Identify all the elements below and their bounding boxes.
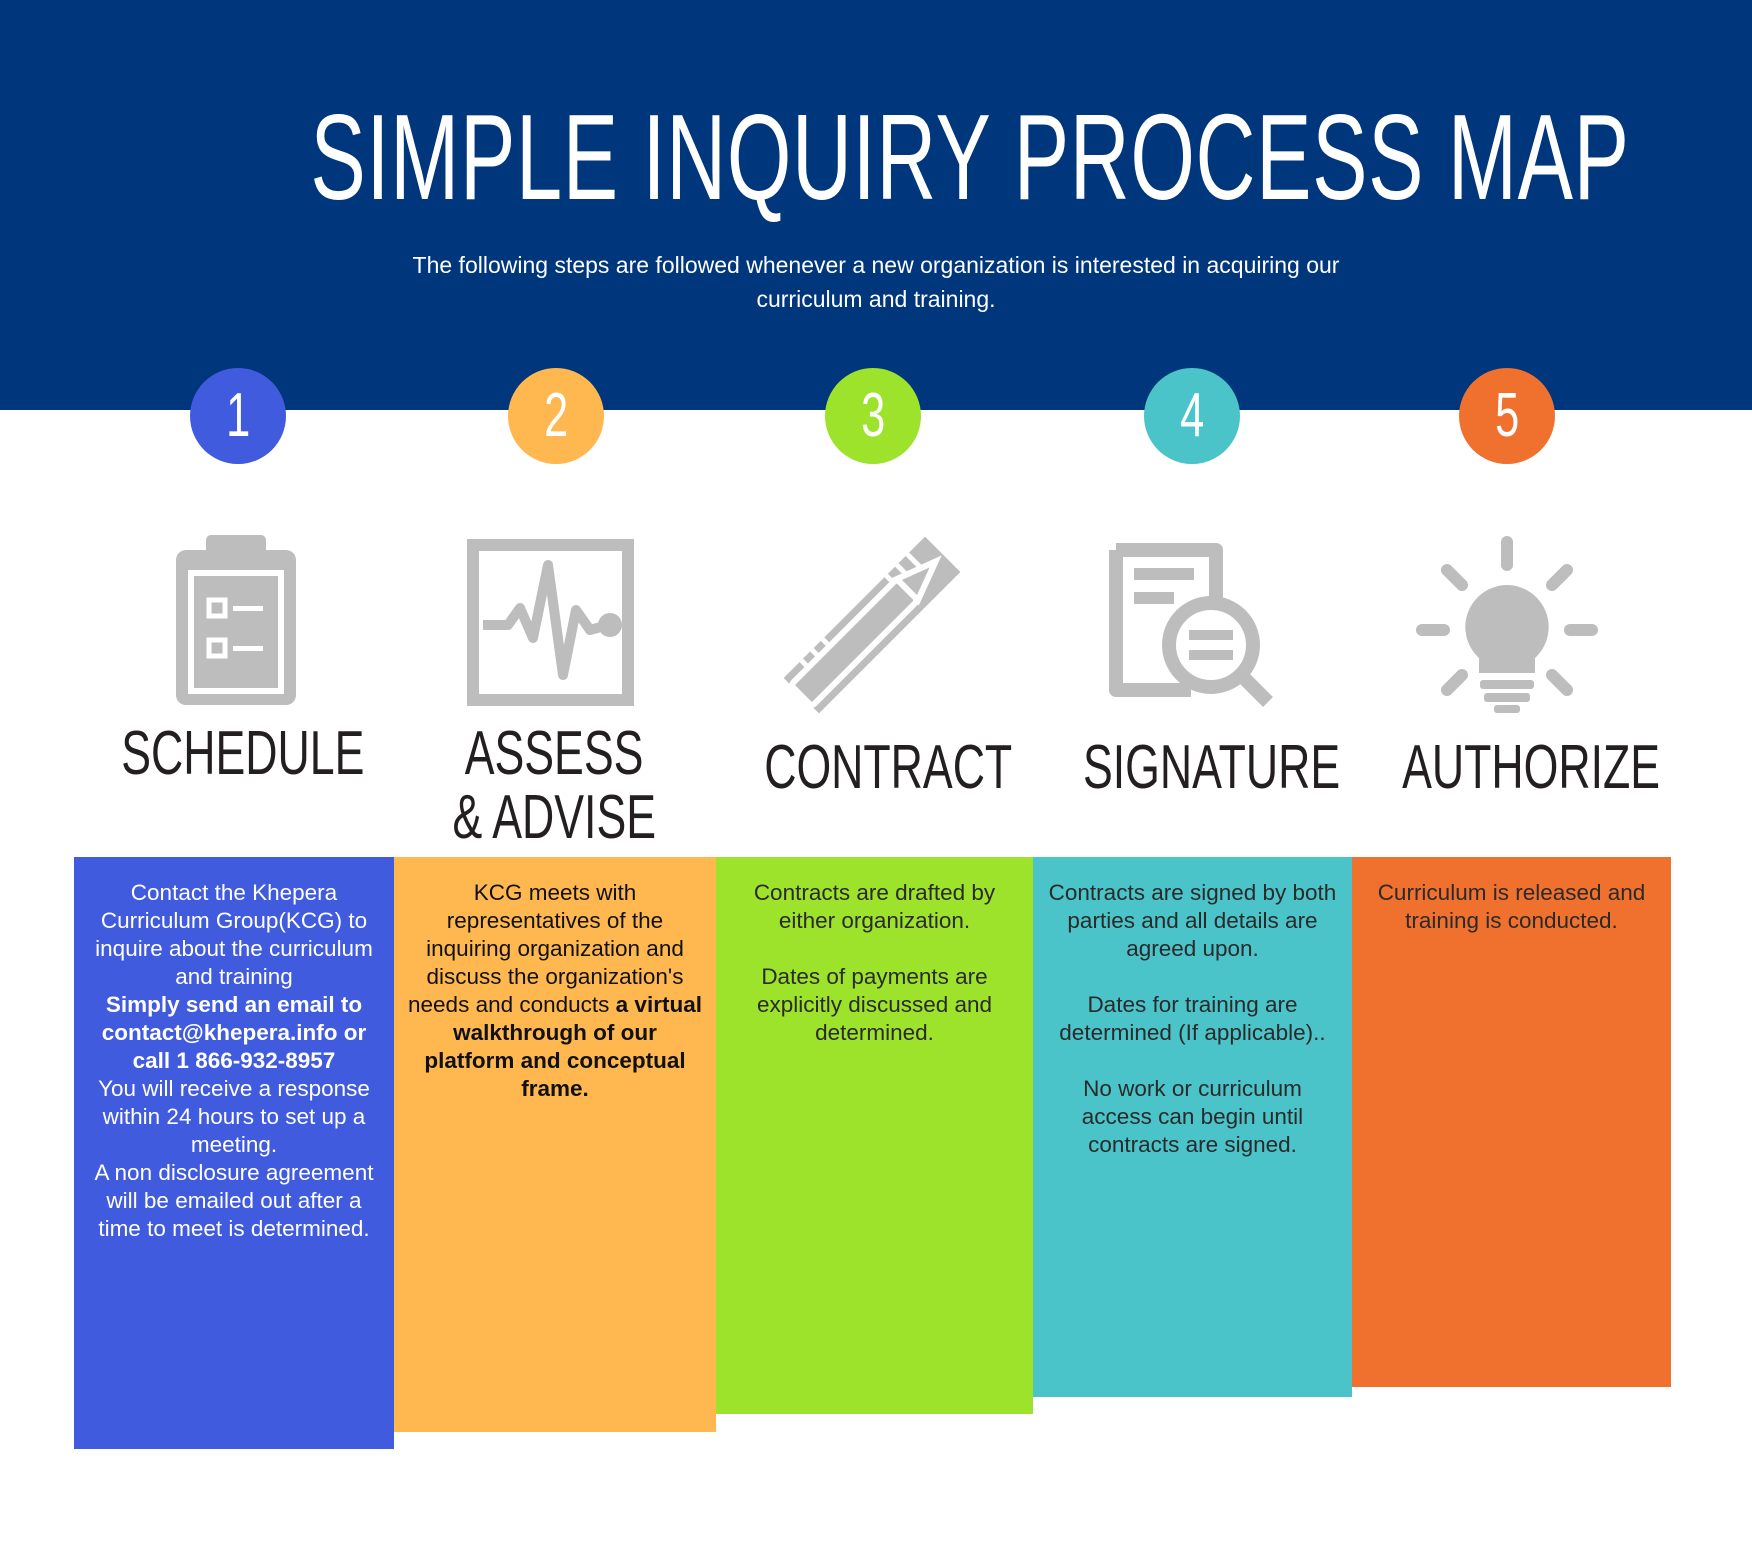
pulse-monitor-icon bbox=[458, 530, 648, 720]
page-title: SIMPLE INQUIRY PROCESS MAP bbox=[0, 92, 1752, 222]
description-text: KCG meets with representatives of the in… bbox=[408, 880, 684, 1017]
description-paragraph: Dates for training are determined (If ap… bbox=[1047, 991, 1338, 1047]
description-text: Simply send an email to contact@khepera.… bbox=[101, 992, 367, 1073]
description-text: Dates for training are determined (If ap… bbox=[1059, 992, 1326, 1045]
ruler-pencil-icon bbox=[777, 530, 967, 720]
clipboard-checklist-icon bbox=[141, 530, 331, 720]
document-search-icon bbox=[1096, 530, 1286, 720]
step-label-line: CONTRACT bbox=[764, 733, 1013, 802]
step-label: ASSESS& ADVISE bbox=[394, 722, 714, 850]
description-paragraph: Contracts are drafted by either organiza… bbox=[730, 879, 1019, 935]
step-number: 4 bbox=[1179, 381, 1205, 450]
description-text: Curriculum is released and training is c… bbox=[1377, 880, 1646, 933]
lightbulb-icon bbox=[1412, 530, 1602, 720]
page-subtitle: The following steps are followed wheneve… bbox=[412, 252, 1340, 312]
description-paragraph: KCG meets with representatives of the in… bbox=[408, 879, 702, 1103]
step-number-badge: 3 bbox=[825, 368, 921, 464]
description-paragraph: Dates of payments are explicitly discuss… bbox=[730, 963, 1019, 1047]
description-text: No work or curriculum access can begin u… bbox=[1081, 1076, 1304, 1157]
step-number-badge: 4 bbox=[1144, 368, 1240, 464]
description-text: Dates of payments are explicitly discuss… bbox=[756, 964, 993, 1045]
page-title-text: SIMPLE INQUIRY PROCESS MAP bbox=[310, 89, 1630, 225]
step-description-panel: Contact the Khepera Curriculum Group(KCG… bbox=[74, 857, 394, 1449]
description-text: You will receive a response within 24 ho… bbox=[98, 1076, 370, 1157]
step-label-line: & ADVISE bbox=[452, 783, 656, 852]
step-description-panel: Curriculum is released and training is c… bbox=[1352, 857, 1671, 1387]
step-description-panel: Contracts are drafted by either organiza… bbox=[716, 857, 1033, 1414]
description-text: Contracts are drafted by either organiza… bbox=[753, 880, 996, 933]
description-text: a virtual walkthrough of our platform an… bbox=[424, 992, 702, 1101]
step-number-badge: 5 bbox=[1459, 368, 1555, 464]
step-description-panel: Contracts are signed by both parties and… bbox=[1033, 857, 1352, 1397]
step-number: 2 bbox=[543, 381, 569, 450]
step-label: SIGNATURE bbox=[1033, 736, 1353, 800]
description-paragraph: No work or curriculum access can begin u… bbox=[1047, 1075, 1338, 1159]
step-number-badge: 1 bbox=[190, 368, 286, 464]
description-paragraph: Curriculum is released and training is c… bbox=[1366, 879, 1657, 935]
step-description-panel: KCG meets with representatives of the in… bbox=[394, 857, 716, 1432]
step-label: CONTRACT bbox=[716, 736, 1036, 800]
step-label: AUTHORIZE bbox=[1352, 736, 1672, 800]
step-number: 1 bbox=[225, 381, 251, 450]
step-label-line: SIGNATURE bbox=[1082, 733, 1341, 802]
step-number: 3 bbox=[860, 381, 886, 450]
step-label-line: AUTHORIZE bbox=[1402, 733, 1661, 802]
description-text: A non disclosure agreement will be email… bbox=[94, 1160, 374, 1241]
header-banner: SIMPLE INQUIRY PROCESS MAP The following… bbox=[0, 0, 1752, 410]
description-paragraph: Contact the Khepera Curriculum Group(KCG… bbox=[88, 879, 380, 1243]
step-label-line: ASSESS bbox=[464, 719, 644, 788]
description-paragraph: Contracts are signed by both parties and… bbox=[1047, 879, 1338, 963]
description-text: Contracts are signed by both parties and… bbox=[1048, 880, 1337, 961]
step-label: SCHEDULE bbox=[74, 722, 394, 786]
description-text: Contact the Khepera Curriculum Group(KCG… bbox=[95, 880, 373, 989]
step-number: 5 bbox=[1494, 381, 1520, 450]
step-number-badge: 2 bbox=[508, 368, 604, 464]
step-label-line: SCHEDULE bbox=[121, 719, 365, 788]
